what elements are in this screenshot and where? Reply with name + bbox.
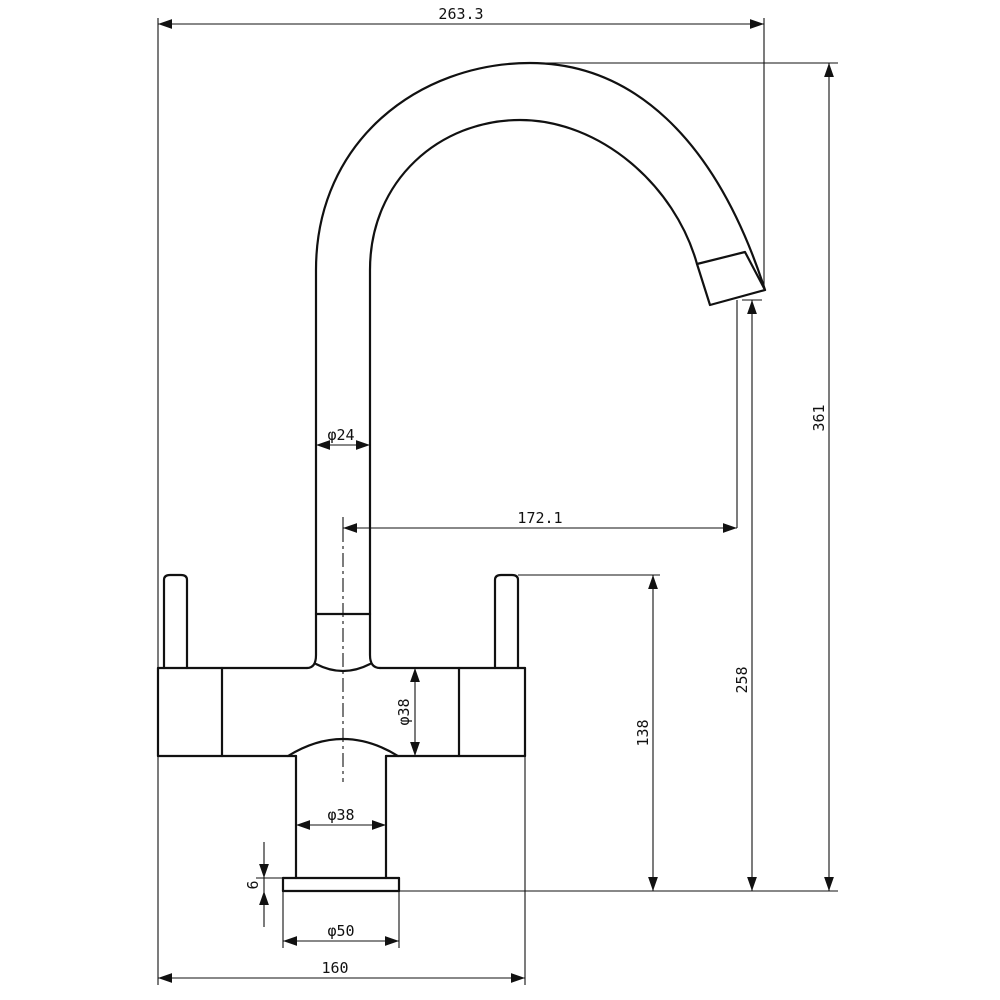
faucet-outline (156, 61, 767, 893)
dimension-spout-diameter-label: φ24 (327, 426, 354, 444)
dimension-body-width-label: 160 (321, 959, 348, 977)
dimension-spout-height-label: 258 (733, 666, 751, 693)
left-handle (162, 573, 189, 670)
dimension-overall-height-label: 361 (810, 404, 828, 431)
dimension-base-thickness-label: 6 (244, 880, 262, 889)
dimension-base-diameter: φ50 (283, 922, 399, 946)
valve-body (156, 666, 527, 758)
dimension-body-diameter-label: φ38 (395, 698, 413, 725)
dimension-stem-diameter: φ38 (296, 806, 386, 830)
right-handle (493, 573, 520, 670)
dimension-spout-diameter: φ24 (316, 426, 370, 450)
spout (305, 61, 767, 673)
dimension-body-diameter: φ38 (395, 668, 420, 756)
spout-aerator (695, 250, 767, 307)
dimension-stem-diameter-label: φ38 (327, 806, 354, 824)
dimension-body-width: 160 (158, 959, 525, 983)
dimension-handle-height-label: 138 (634, 719, 652, 746)
dimension-base-diameter-label: φ50 (327, 922, 354, 940)
dimension-handle-height: 138 (634, 575, 658, 891)
dimension-spout-reach-label: 172.1 (517, 509, 562, 527)
dimension-overall-width: 263.3 (158, 5, 764, 29)
dimension-overall-width-label: 263.3 (438, 5, 483, 23)
dimension-spout-height: 258 (733, 300, 757, 891)
extension-lines (157, 18, 838, 985)
dimension-overall-height: 361 (810, 63, 834, 891)
dimension-base-thickness: 6 (244, 842, 269, 927)
stem-and-base (281, 754, 401, 893)
dimension-spout-reach: 172.1 (343, 300, 738, 533)
